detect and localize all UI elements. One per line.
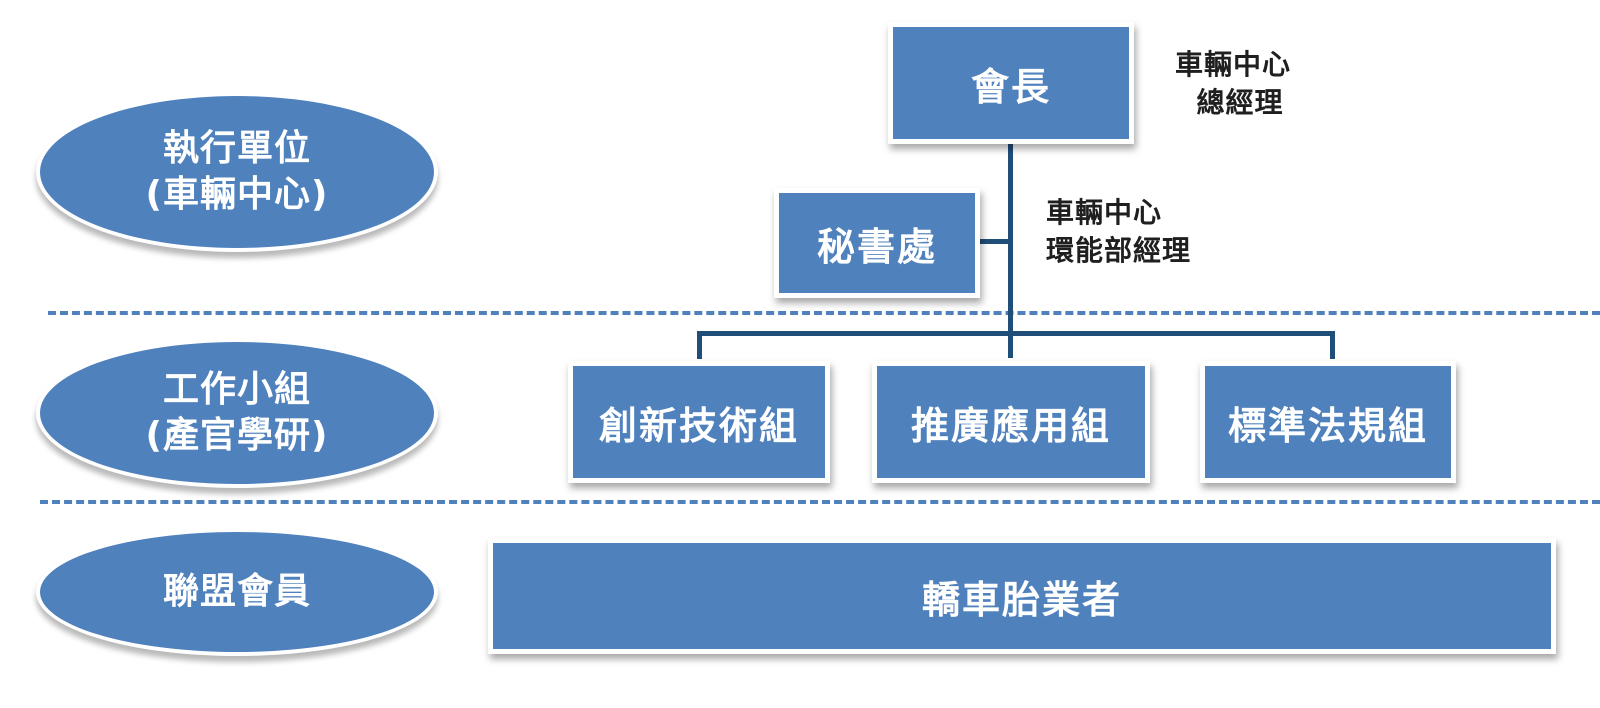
- level-members-line1: 聯盟會員: [162, 571, 311, 612]
- secretariat-note: 車輛中心 環能部經理: [1046, 194, 1191, 270]
- members-box: 轎車胎業者: [488, 538, 1556, 654]
- president-note: 車輛中心 總經理: [1166, 46, 1300, 122]
- president-note-line1: 車輛中心: [1174, 48, 1291, 81]
- group-box-2: 推廣應用組: [872, 361, 1150, 483]
- level-executive: 執行單位 (車輛中心): [36, 92, 438, 252]
- secretariat-note-line2: 環能部經理: [1046, 234, 1192, 267]
- level-working-line2: (產官學研): [145, 415, 329, 456]
- level-executive-line1: 執行單位: [162, 128, 311, 169]
- level-members: 聯盟會員: [36, 528, 438, 656]
- separator-lower: [40, 500, 1600, 504]
- level-executive-line2: (車輛中心): [145, 174, 329, 215]
- group-label-1: 創新技術組: [598, 403, 799, 448]
- secretariat-note-line1: 車輛中心: [1046, 196, 1163, 229]
- group-label-2: 推廣應用組: [910, 403, 1111, 448]
- connector-group-right: [1330, 331, 1335, 359]
- level-working: 工作小組 (產官學研): [36, 338, 438, 488]
- secretariat-label: 秘書處: [816, 224, 937, 269]
- connector-president-trunk: [1008, 142, 1013, 358]
- connector-secretariat: [975, 239, 1011, 244]
- group-box-1: 創新技術組: [568, 361, 830, 483]
- separator-upper: [48, 311, 1600, 315]
- president-label: 會長: [970, 64, 1051, 109]
- secretariat-box: 秘書處: [774, 188, 980, 298]
- connector-groups-bar: [697, 331, 1335, 336]
- level-working-line1: 工作小組: [162, 369, 311, 410]
- connector-group-left: [697, 331, 702, 359]
- members-label: 轎車胎業者: [921, 577, 1122, 622]
- group-label-3: 標準法規組: [1227, 403, 1428, 448]
- group-box-3: 標準法規組: [1200, 361, 1456, 483]
- president-box: 會長: [888, 22, 1134, 144]
- president-note-line2: 總經理: [1196, 86, 1284, 119]
